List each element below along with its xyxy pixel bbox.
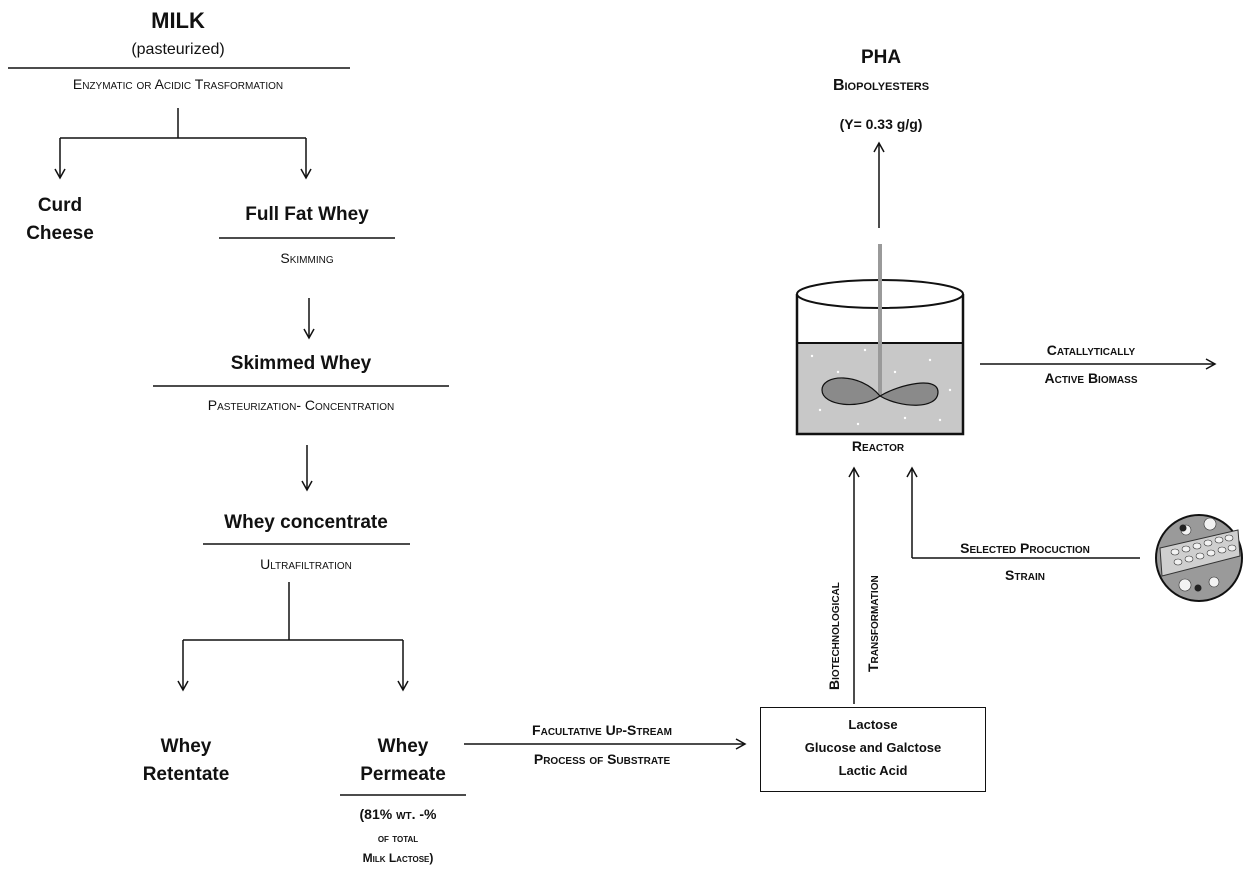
- curd-label-2: Cheese: [26, 223, 94, 244]
- full-fat-whey-title: Full Fat Whey: [245, 204, 369, 225]
- skimmed-whey-process: Pasteurization- Concentration: [207, 397, 395, 413]
- milk-process: Enzymatic or Acidic Trasformation: [72, 76, 284, 92]
- full-fat-whey-process: Skimming: [280, 250, 334, 266]
- pha-title: PHA: [860, 47, 902, 68]
- milk-title: MILK: [151, 8, 205, 33]
- strain-label-1: Selected Procuction: [960, 540, 1090, 556]
- milk-subtitle: (pasteurized): [131, 41, 225, 58]
- curd-label-1: Curd: [37, 195, 83, 216]
- reactor-icon: [795, 244, 965, 436]
- substrate-lactic-acid: Lactic Acid: [838, 763, 908, 778]
- biotech-label-2: Transformation: [865, 575, 881, 672]
- bacteria-micrograph-icon: [1155, 514, 1243, 602]
- permeate-note-2: of total: [377, 831, 419, 845]
- retentate-label-1: Whey: [160, 736, 212, 757]
- biotech-label-1: Biotechnological: [826, 582, 842, 690]
- upstream-label-1: Facultative Up-Stream: [532, 722, 672, 738]
- biomass-label-1: Catallytically: [1046, 342, 1136, 358]
- strain-label-2: Strain: [1005, 567, 1045, 583]
- permeate-note-1: (81% wt. -%: [359, 806, 437, 822]
- permeate-label-2: Permeate: [360, 764, 446, 785]
- retentate-label-2: Retentate: [142, 764, 230, 785]
- substrate-lactose: Lactose: [848, 717, 898, 732]
- reactor-label: Reactor: [851, 438, 905, 454]
- skimmed-whey-title: Skimmed Whey: [230, 353, 372, 374]
- whey-concentrate-title: Whey concentrate: [224, 512, 388, 533]
- permeate-label-1: Whey: [377, 736, 429, 757]
- pha-yield: (Y= 0.33 g/g): [839, 116, 923, 132]
- upstream-label-2: Process of Substrate: [533, 751, 671, 767]
- biomass-label-2: Active Biomass: [1044, 370, 1138, 386]
- whey-concentrate-process: Ultrafiltration: [260, 556, 352, 572]
- substrate-box: Lactose Glucose and Galctose Lactic Acid: [760, 707, 986, 792]
- substrate-glucose-galactose: Glucose and Galctose: [804, 740, 942, 755]
- pha-subtitle: Biopolyesters: [832, 77, 930, 94]
- permeate-note-3: Milk Lactose): [362, 851, 434, 865]
